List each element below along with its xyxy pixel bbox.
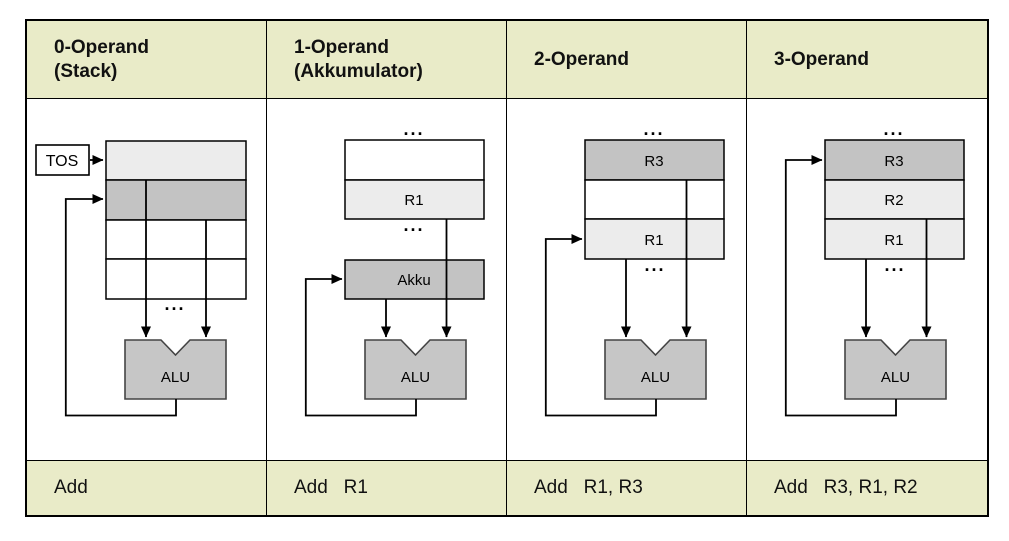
instruction-label: Add R1	[294, 477, 368, 498]
stack-cell-second	[105, 179, 247, 221]
stack-cell-third	[105, 219, 247, 260]
register-cell-blank	[584, 179, 725, 220]
instruction-3-operand: Add R3, R1, R2	[747, 461, 987, 515]
register-r2-label: R2	[884, 192, 903, 209]
result-feedback-arrow	[64, 194, 177, 417]
register-r1-label: R1	[404, 192, 423, 209]
ellipsis: ...	[403, 215, 424, 235]
result-feedback-arrow	[304, 274, 417, 417]
tos-box	[35, 144, 90, 176]
akku-label: Akku	[397, 272, 430, 289]
alu-label: ALU	[161, 369, 190, 386]
diagram-2-operand: ... R3 R1 ... ALU	[507, 99, 747, 461]
alu-shape	[604, 339, 707, 400]
instruction-0-operand: Add	[27, 461, 267, 515]
diagram-0-operand-stack: ... TOS ALU	[27, 99, 267, 461]
register-cell-r2	[824, 179, 965, 220]
two-operand-figure: ... R3 R1 ... ALU	[544, 119, 725, 417]
ellipsis: ...	[643, 119, 664, 139]
register-cell-r3	[824, 139, 965, 181]
header-label: 0-Operand (Stack)	[54, 36, 150, 82]
alu-label: ALU	[401, 369, 430, 386]
header-3-operand: 3-Operand	[747, 21, 987, 99]
header-2-operand: 2-Operand	[507, 21, 747, 99]
ellipsis: ...	[883, 119, 904, 139]
result-feedback-arrow	[784, 155, 897, 417]
header-label: 2-Operand	[534, 48, 630, 70]
diagram-1-operand-akku: ... R1 ... Akku ALU	[267, 99, 507, 461]
register-r3-label: R3	[884, 153, 903, 170]
instruction-label: Add R1, R3	[534, 477, 643, 498]
instruction-1-operand: Add R1	[267, 461, 507, 515]
instruction-2-operand: Add R1, R3	[507, 461, 747, 515]
three-operand-figure: ... R3 R2 R1 ... ALU	[784, 119, 965, 417]
register-r1-label: R1	[884, 232, 903, 249]
stack-machine-figure: ... TOS ALU	[35, 140, 247, 417]
diagram-3-operand: ... R3 R2 R1 ... ALU	[747, 99, 987, 461]
header-label: 3-Operand	[774, 48, 870, 70]
register-cell-r3	[584, 139, 725, 181]
header-label: 1-Operand (Akkumulator)	[294, 36, 423, 82]
register-r1-label: R1	[644, 232, 663, 249]
register-cell-r1	[584, 218, 725, 260]
register-cell-blank	[344, 139, 485, 181]
register-r3-label: R3	[644, 153, 663, 170]
operand-architecture-table: 0-Operand (Stack) 1-Operand (Akkumulator…	[25, 19, 989, 517]
alu-shape	[124, 339, 227, 400]
register-cell-r1	[824, 218, 965, 260]
register-cell-r1	[344, 179, 485, 220]
alu-shape	[844, 339, 947, 400]
header-0-operand: 0-Operand (Stack)	[27, 21, 267, 99]
result-feedback-arrow	[544, 234, 657, 417]
alu-label: ALU	[881, 369, 910, 386]
ellipsis: ...	[884, 255, 905, 275]
header-1-operand: 1-Operand (Akkumulator)	[267, 21, 507, 99]
ellipsis: ...	[403, 119, 424, 139]
stack-cell-fourth	[105, 258, 247, 300]
tos-label: TOS	[46, 153, 79, 170]
alu-shape	[364, 339, 467, 400]
alu-label: ALU	[641, 369, 670, 386]
ellipsis: ...	[644, 255, 665, 275]
stack-cell-top	[105, 140, 247, 181]
instruction-label: Add R3, R1, R2	[774, 477, 918, 498]
instruction-label: Add	[54, 477, 88, 498]
ellipsis: ...	[164, 294, 185, 314]
akku-box	[344, 259, 485, 300]
akku-machine-figure: ... R1 ... Akku ALU	[304, 119, 485, 417]
